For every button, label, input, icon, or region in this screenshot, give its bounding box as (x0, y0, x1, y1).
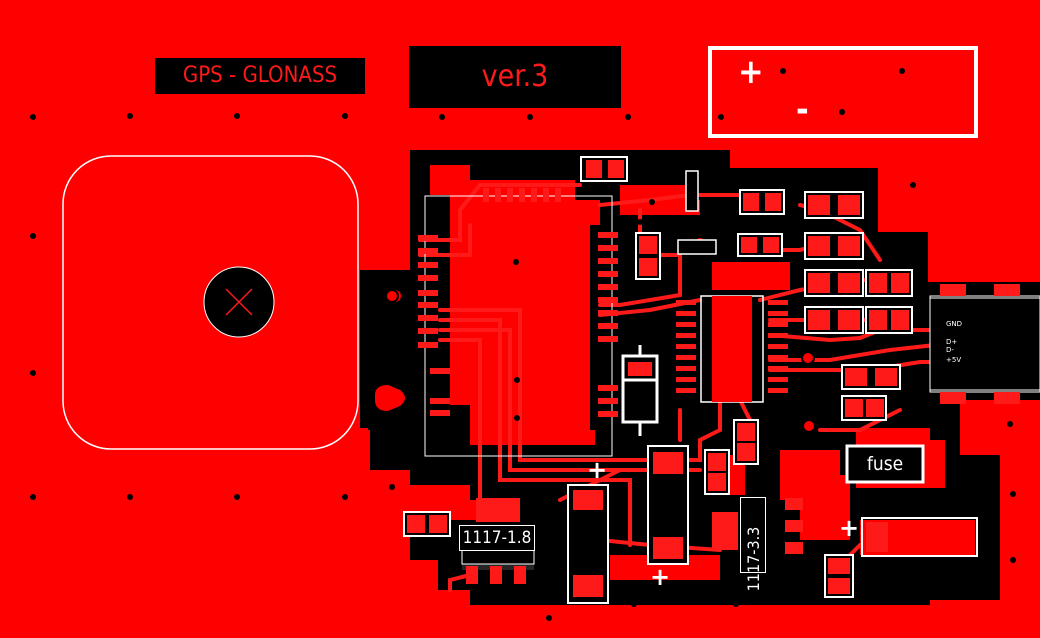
board-version: ver.3 (409, 46, 621, 108)
fuse-outline (845, 444, 925, 484)
cap-mid-polarity-mark: + (650, 563, 671, 591)
tantalum-cap-right (861, 517, 978, 557)
fuse-label: fuse (866, 453, 904, 475)
usb-pin-dplus: D+ (946, 338, 958, 346)
battery-plus-mark: + (738, 52, 764, 92)
regulator-1-8-label: 1117-1.8 (459, 525, 535, 551)
usb-pin-5v: +5V (946, 356, 962, 364)
regulator-3-3-text: 1117-3.3 (744, 526, 763, 592)
usb-connector-outline (929, 295, 1040, 393)
gps-antenna-outline (62, 155, 359, 450)
regulator-3-3-label: 1117-3.3 (740, 497, 766, 591)
cap-right-polarity-mark: + (839, 514, 860, 542)
battery-minus-mark: - (796, 90, 809, 130)
usb-pin-gnd: GND (946, 320, 963, 328)
battery-holder-outline (708, 46, 978, 138)
board-title: GPS - GLONASS (155, 58, 365, 94)
usb-pin-dminus: D- (946, 346, 954, 354)
cap-left-polarity-mark: + (587, 456, 608, 484)
